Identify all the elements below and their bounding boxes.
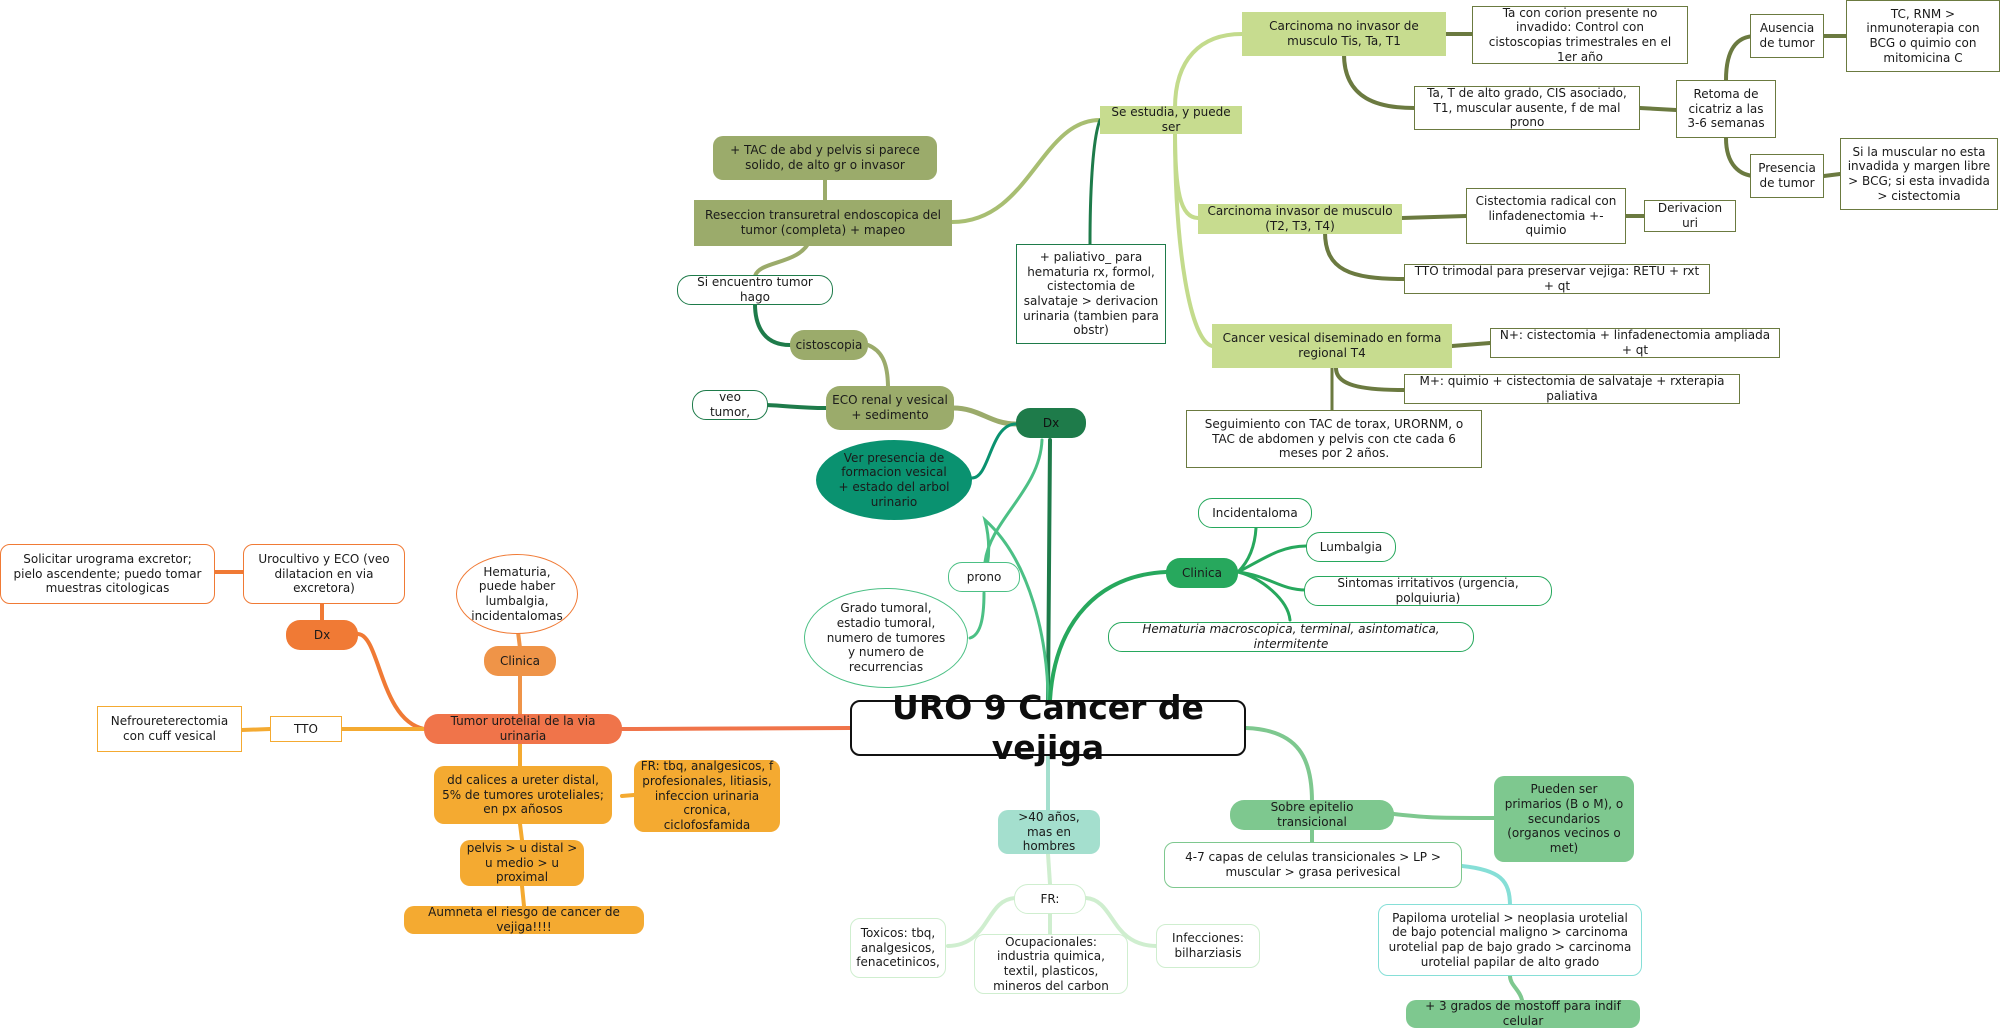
presencia-node[interactable]: Presencia de tumor: [1750, 154, 1824, 198]
via-clinica-node[interactable]: Clinica: [484, 646, 556, 676]
link-papiloma-mostoff: [1508, 974, 1524, 1002]
epitelio-node[interactable]: Sobre epitelio transicional: [1230, 800, 1394, 830]
derivacion-node[interactable]: Derivacion uri: [1644, 200, 1736, 232]
link-noinvasor-taalto: [1342, 52, 1416, 110]
link-via-dx: [356, 632, 426, 731]
link-cistoscopia-si: [753, 302, 792, 347]
link-dd-pelvis: [518, 822, 524, 842]
via-urinaria-node[interactable]: Tumor urotelial de la via urinaria: [424, 714, 622, 744]
link-root-epitelio: [1244, 726, 1314, 804]
toxicos-node[interactable]: Toxicos: tbq, analgesicos, fenacetinicos…: [850, 918, 946, 978]
via-hematuria-node[interactable]: Hematuria, puede haber lumbalgia, incide…: [456, 554, 578, 634]
reseccion-node[interactable]: Reseccion transuretral endoscopica del t…: [694, 200, 952, 246]
paliativo-node[interactable]: + paliativo_ para hematuria rx, formol, …: [1016, 244, 1166, 344]
edad-node[interactable]: >40 años, mas en hombres: [998, 810, 1100, 854]
link-seestudia-noinvasor: [1173, 32, 1244, 110]
link-seestudia-paliativo: [1088, 118, 1102, 246]
pelvis-node[interactable]: pelvis > u distal > u medio > u proximal: [460, 840, 584, 886]
urograma-node[interactable]: Solicitar urograma excretor; pielo ascen…: [0, 544, 215, 604]
no-invasor-node[interactable]: Carcinoma no invasor de musculo Tis, Ta,…: [1242, 12, 1446, 56]
ocupacionales-node[interactable]: Ocupacionales: industria quimica, textil…: [974, 934, 1128, 994]
dx-node[interactable]: Dx: [1016, 408, 1086, 438]
link-seestudia-diseminado: [1173, 130, 1214, 348]
dd-calices-node[interactable]: dd calices a ureter distal, 5% de tumore…: [434, 766, 612, 824]
link-dx-verpresencia: [970, 422, 1018, 480]
mostoff-node[interactable]: + 3 grados de mostoff para indif celular: [1406, 999, 1640, 1028]
link-epitelio-primarios: [1392, 812, 1496, 820]
presencia-tto-node[interactable]: Si la muscular no esta invadida y margen…: [1840, 138, 1998, 210]
invasor-node[interactable]: Carcinoma invasor de musculo (T2, T3, T4…: [1198, 204, 1402, 234]
link-si-reseccion: [753, 238, 812, 278]
link-eco-veo: [764, 403, 828, 410]
link-root-clinica: [1048, 570, 1168, 702]
infecciones-node[interactable]: Infecciones: bilharziasis: [1156, 924, 1260, 968]
se-estudia-node[interactable]: Se estudia, y puede ser: [1100, 105, 1242, 134]
fr-node[interactable]: FR:: [1014, 884, 1086, 914]
link-root-prono: [982, 515, 1050, 702]
primarios-node[interactable]: Pueden ser primarios (B o M), o secundar…: [1494, 776, 1634, 862]
link-clinica-hematuria-ov: [516, 630, 522, 650]
root-topic[interactable]: URO 9 Cancer de vejiga: [850, 688, 1246, 767]
n-plus-node[interactable]: N+: cistectomia + linfadenectomia amplia…: [1490, 328, 1780, 358]
retoma-node[interactable]: Retoma de cicatriz a las 3-6 semanas: [1676, 80, 1776, 138]
link-edad-fr: [1046, 852, 1052, 886]
link-dd-fr: [620, 793, 636, 798]
link-pelvis-riesgo: [520, 884, 526, 908]
cistectomia-radical-node[interactable]: Cistectomia radical con linfadenectomia …: [1466, 188, 1626, 244]
link-presencia-tto: [1822, 172, 1842, 178]
link-clinica-hematuria: [1236, 570, 1292, 622]
papiloma-node[interactable]: Papiloma urotelial > neoplasia urotelial…: [1378, 904, 1642, 976]
link-root-dx: [1046, 438, 1052, 702]
ta-alto-node[interactable]: Ta, T de alto grado, CIS asociado, T1, m…: [1414, 86, 1640, 130]
m-plus-node[interactable]: M+: quimio + cistectomia de salvataje + …: [1404, 374, 1740, 404]
link-fr-infecciones: [1084, 896, 1158, 948]
link-fr-toxicos: [946, 896, 1017, 948]
capas-node[interactable]: 4-7 capas de celulas transicionales > LP…: [1164, 842, 1462, 888]
trimodal-node[interactable]: TTO trimodal para preservar vejiga: RETU…: [1404, 264, 1710, 294]
riesgo-node[interactable]: Aumneta el riesgo de cancer de vejiga!!!…: [404, 905, 644, 934]
ver-presencia-node[interactable]: Ver presencia de formacion vesical + est…: [816, 440, 972, 520]
urocultivo-node[interactable]: Urocultivo y ECO (veo dilatacion en via …: [243, 544, 405, 604]
prono-factores-node[interactable]: Grado tumoral, estadio tumoral, numero d…: [804, 588, 968, 688]
link-taalto-retoma: [1638, 106, 1678, 112]
clinica-item[interactable]: Lumbalgia: [1306, 532, 1396, 562]
via-fr-node[interactable]: FR: tbq, analgesicos, f profesionales, l…: [634, 759, 780, 832]
ta-corion-node[interactable]: Ta con corion presente no invadido: Cont…: [1472, 6, 1688, 64]
nefro-node[interactable]: Nefroureterectomia con cuff vesical: [97, 706, 242, 752]
link-diseminado-mplus: [1334, 366, 1406, 392]
tac-node[interactable]: + TAC de abd y pelvis si parece solido, …: [713, 136, 937, 180]
prono-node[interactable]: prono: [948, 562, 1020, 592]
via-tto-node[interactable]: TTO: [270, 716, 342, 742]
link-diseminado-nplus: [1450, 341, 1492, 348]
link-clinica-lumbalgia: [1236, 544, 1308, 574]
clinica-item[interactable]: Incidentaloma: [1198, 498, 1312, 528]
link-capas-papiloma: [1460, 864, 1512, 908]
clinica-node[interactable]: Clinica: [1166, 558, 1238, 588]
clinica-item[interactable]: Hematuria macroscopica, terminal, asinto…: [1108, 622, 1474, 652]
seguimiento-node[interactable]: Seguimiento con TAC de torax, URORNM, o …: [1186, 410, 1482, 468]
link-tto-nefro: [240, 727, 272, 732]
via-dx-node[interactable]: Dx: [286, 620, 358, 650]
link-reseccion-seestudia: [950, 118, 1102, 224]
link-eco-cistoscopia: [866, 343, 890, 390]
link-root-viaurinaria: [620, 726, 852, 731]
cistoscopia-node[interactable]: cistoscopia: [790, 330, 868, 360]
eco-renal-node[interactable]: ECO renal y vesical + sedimento: [826, 386, 954, 430]
si-encuentro-node[interactable]: Si encuentro tumor hago: [677, 275, 833, 305]
diseminado-node[interactable]: Cancer vesical diseminado en forma regio…: [1212, 324, 1452, 368]
ausencia-node[interactable]: Ausencia de tumor: [1750, 14, 1824, 58]
clinica-item[interactable]: Sintomas irritativos (urgencia, polquiur…: [1304, 576, 1552, 606]
link-dx-eco: [950, 405, 1019, 427]
link-prono-factores: [968, 591, 986, 640]
veo-tumor-node[interactable]: veo tumor,: [692, 390, 768, 420]
link-invasor-cistectomia: [1400, 214, 1468, 220]
ausencia-tto-node[interactable]: TC, RNM > inmunoterapia con BCG o quimio…: [1846, 0, 2000, 72]
link-dx-prono: [983, 438, 1044, 564]
link-invasor-trimodal: [1323, 230, 1406, 281]
